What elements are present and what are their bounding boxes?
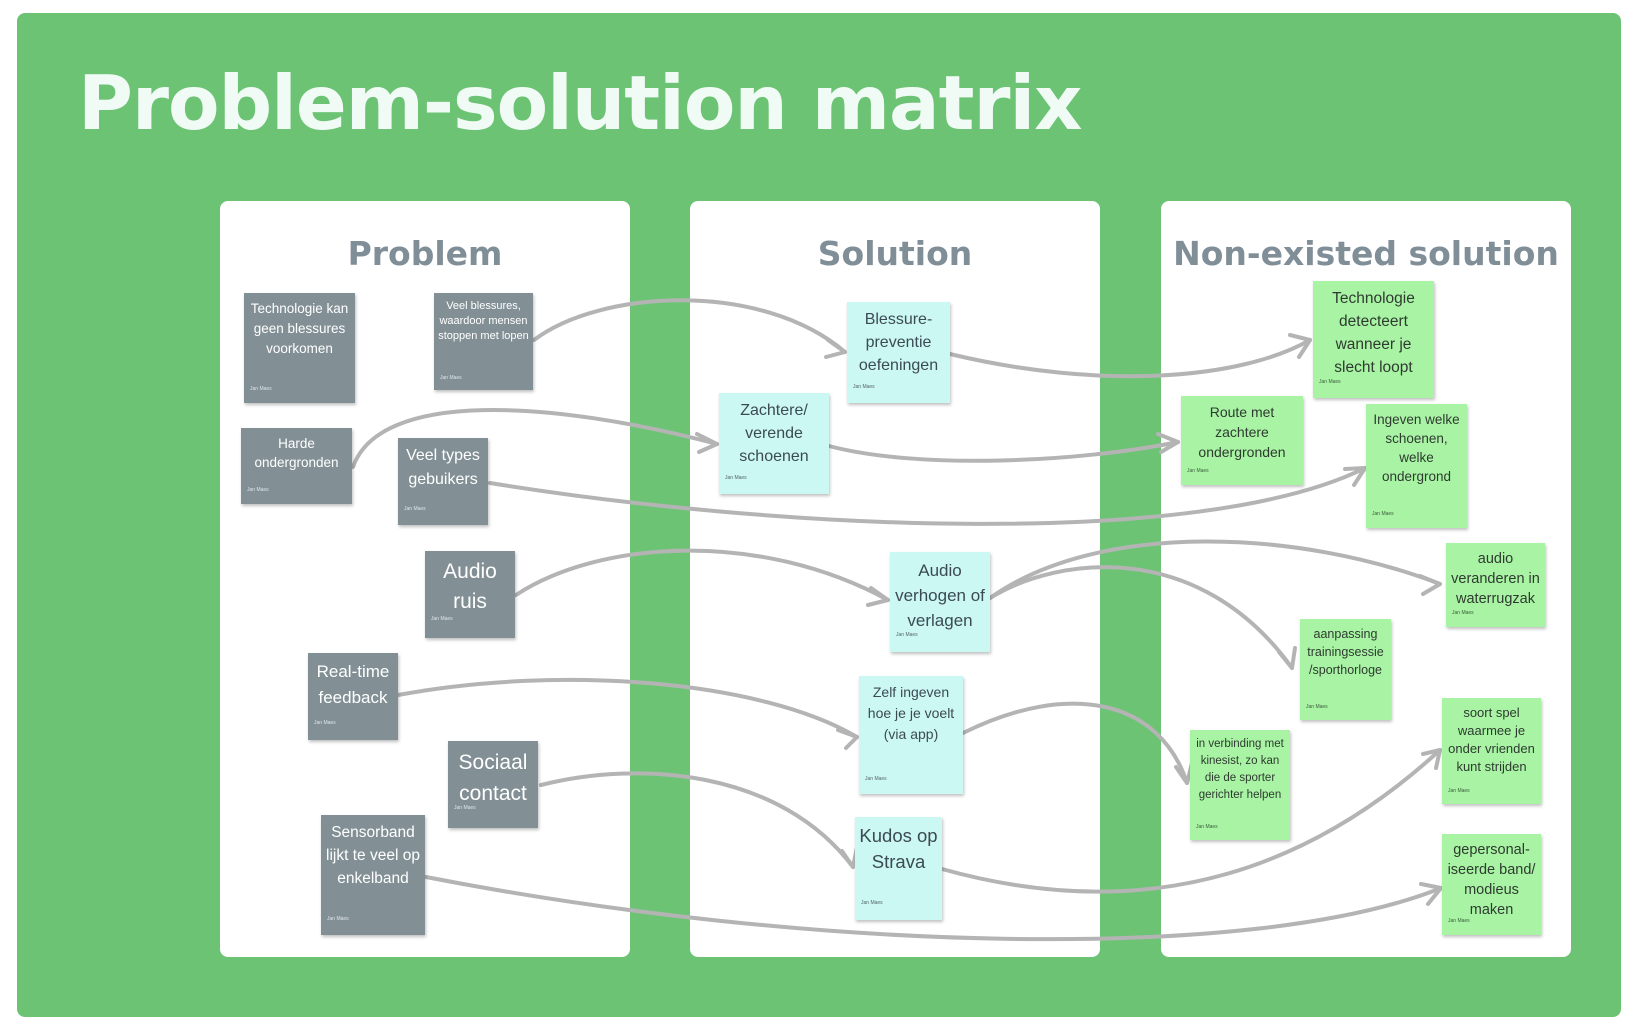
problem-note[interactable]: Veel blessures, waardoor mensen stoppen … <box>434 293 533 390</box>
note-text: Audio ruis <box>443 560 497 613</box>
note-text: audio veranderen in waterrugzak <box>1451 551 1540 607</box>
note-text: aanpassing trainingsessie /sporthorloge <box>1307 627 1384 677</box>
note-text: in verbinding met kinesist, zo kan die d… <box>1196 738 1284 801</box>
note-author: Jan Maes <box>247 487 269 493</box>
note-text: Technologie kan geen blessures voorkomen <box>250 301 349 356</box>
note-text: Veel types gebuikers <box>406 447 480 488</box>
non-existed-solution-note[interactable]: aanpassing trainingsessie /sporthorloge … <box>1300 619 1391 720</box>
note-author: Jan Maes <box>1372 511 1394 517</box>
note-text: Kudos op Strava <box>859 825 938 872</box>
note-author: Jan Maes <box>314 720 336 726</box>
non-existed-solution-note[interactable]: Ingeven welke schoenen, welke ondergrond… <box>1366 404 1467 528</box>
non-existed-solution-note[interactable]: gepersonal-iseerde band/ modieus maken J… <box>1442 834 1541 935</box>
note-author: Jan Maes <box>1319 379 1341 385</box>
solution-note[interactable]: Zelf ingeven hoe je je voelt (via app) J… <box>859 676 963 794</box>
note-author: Jan Maes <box>327 916 349 922</box>
note-author: Jan Maes <box>1448 788 1470 794</box>
note-text: Blessure-preventie oefeningen <box>858 311 939 374</box>
note-author: Jan Maes <box>1448 918 1470 924</box>
problem-note[interactable]: Veel types gebuikers Jan Maes <box>398 438 488 525</box>
page-title: Problem-solution matrix <box>78 59 1083 147</box>
note-text: soort spel waarmee je onder vrienden kun… <box>1448 705 1535 774</box>
note-author: Jan Maes <box>1187 468 1209 474</box>
problem-note[interactable]: Real-time feedback Jan Maes <box>308 653 398 740</box>
problem-note[interactable]: Sociaal contact Jan Maes <box>448 741 538 828</box>
solution-note[interactable]: Zachtere/ verende schoenen Jan Maes <box>719 393 829 494</box>
note-author: Jan Maes <box>1196 824 1218 830</box>
note-author: Jan Maes <box>896 632 918 638</box>
note-author: Jan Maes <box>861 900 883 906</box>
non-existed-solution-note[interactable]: Route met zachtere ondergronden Jan Maes <box>1181 396 1303 485</box>
solution-note[interactable]: Blessure-preventie oefeningen Jan Maes <box>847 302 950 403</box>
non-existed-solution-note[interactable]: in verbinding met kinesist, zo kan die d… <box>1190 730 1290 840</box>
non-existed-solution-note[interactable]: audio veranderen in waterrugzak Jan Maes <box>1446 543 1545 627</box>
problem-note[interactable]: Harde ondergronden Jan Maes <box>241 428 352 504</box>
note-text: Sensorband lijkt te veel op enkelband <box>326 824 420 887</box>
note-text: Zachtere/ verende schoenen <box>739 402 809 465</box>
note-text: Sociaal contact <box>458 751 528 805</box>
problem-note[interactable]: Technologie kan geen blessures voorkomen… <box>244 293 355 403</box>
note-text: Route met zachtere ondergronden <box>1198 404 1286 460</box>
non-existed-solution-note[interactable]: Technologie detecteert wanneer je slecht… <box>1313 281 1434 398</box>
problem-column-title: Problem <box>347 234 503 273</box>
note-author: Jan Maes <box>404 506 426 512</box>
note-author: Jan Maes <box>431 616 453 622</box>
note-author: Jan Maes <box>865 776 887 782</box>
solution-column-title: Solution <box>817 234 973 273</box>
note-author: Jan Maes <box>1306 704 1328 710</box>
note-text: Real-time feedback <box>316 662 390 707</box>
solution-note[interactable]: Kudos op Strava Jan Maes <box>855 817 942 920</box>
note-author: Jan Maes <box>1452 610 1474 616</box>
note-text: Zelf ingeven hoe je je voelt (via app) <box>867 684 955 742</box>
note-text: Ingeven welke schoenen, welke ondergrond <box>1373 412 1460 484</box>
note-text: gepersonal-iseerde band/ modieus maken <box>1447 842 1536 918</box>
non-existed-solution-column-title: Non-existed solution <box>1173 234 1559 273</box>
note-text: Harde ondergronden <box>254 436 339 470</box>
note-author: Jan Maes <box>853 384 875 390</box>
note-text: Audio verhogen of verlagen <box>895 561 985 630</box>
note-author: Jan Maes <box>250 386 272 392</box>
note-text: Veel blessures, waardoor mensen stoppen … <box>438 300 529 342</box>
note-author: Jan Maes <box>454 805 476 811</box>
note-text: Technologie detecteert wanneer je slecht… <box>1332 290 1415 376</box>
note-author: Jan Maes <box>440 375 462 381</box>
problem-note[interactable]: Sensorband lijkt te veel op enkelband Ja… <box>321 815 425 935</box>
note-author: Jan Maes <box>725 475 747 481</box>
problem-note[interactable]: Audio ruis Jan Maes <box>425 551 515 638</box>
non-existed-solution-note[interactable]: soort spel waarmee je onder vrienden kun… <box>1442 698 1541 804</box>
solution-note[interactable]: Audio verhogen of verlagen Jan Maes <box>890 552 990 652</box>
